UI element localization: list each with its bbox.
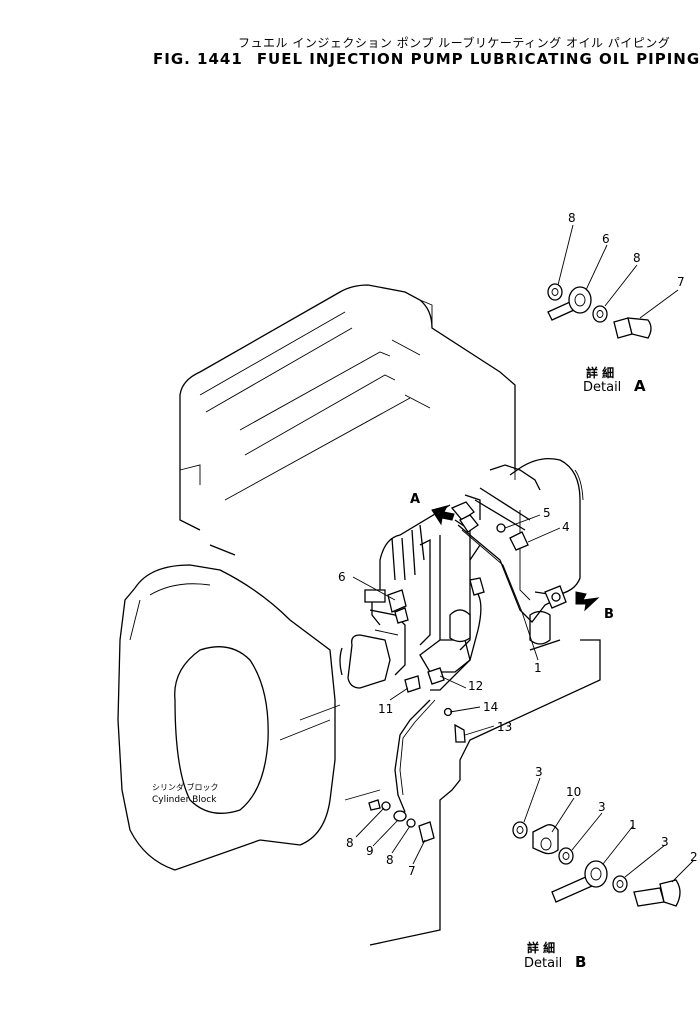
detail-a-parts: 8 6 8 7 [547,211,685,339]
callout-detail-a-8-mid: 8 [633,251,641,265]
callout-main-9: 9 [366,844,374,858]
detail-a-letter: A [634,377,646,395]
detail-b-letter: B [575,953,586,971]
title-japanese: フュエル インジェクション ポンプ ルーブリケーティング オイル パイピング [238,36,671,50]
callout-main-1: 1 [534,661,542,675]
title-english: FIG. 1441 FUEL INJECTION PUMP LUBRICATING… [153,50,700,68]
callout-detail-b-1: 1 [629,818,637,832]
callout-main-11: 11 [378,702,393,716]
detail-a-label-en: Detail [583,380,621,395]
detail-b-parts: 3 10 3 1 3 2 [512,765,698,907]
callout-main-5: 5 [543,506,551,520]
cylinder-block-label-en: Cylinder Block [152,795,217,805]
arrow-a-label: A [410,492,420,507]
callout-main-6: 6 [338,570,346,584]
callout-detail-b-3-c: 3 [661,835,669,849]
injection-pump [339,464,541,689]
callout-detail-b-3-b: 3 [598,800,606,814]
main-view-parts [368,501,567,843]
callout-main-12: 12 [468,679,483,693]
main-callouts: 5 4 6 1 12 14 13 11 8 9 8 7 [338,506,570,878]
callout-main-8-left: 8 [346,836,354,850]
callout-main-13: 13 [497,720,512,734]
figure-title: FUEL INJECTION PUMP LUBRICATING OIL PIPI… [256,50,700,68]
callout-detail-a-6: 6 [602,232,610,246]
arrow-b-label: B [604,607,614,622]
callout-main-4: 4 [562,520,570,534]
callout-detail-b-3-a: 3 [535,765,543,779]
callout-detail-a-8-top: 8 [568,211,576,225]
engine-block [179,284,601,946]
callout-detail-a-7: 7 [677,275,685,289]
callout-main-14: 14 [483,700,498,714]
view-arrows: A B [410,492,614,622]
flywheel-housing [117,564,336,871]
detail-b-label-jp: 詳 細 [527,940,555,955]
callout-detail-b-10: 10 [566,785,581,799]
cylinder-block-label-jp: シリンダ ブロック [152,782,219,792]
oil-pipe-main [394,524,556,813]
callout-main-7: 7 [408,864,416,878]
detail-b-label-en: Detail [524,956,562,971]
oil-filter [509,457,584,645]
callout-detail-b-2: 2 [690,850,698,864]
figure-number: FIG. 1441 [153,50,243,68]
detail-a-label-jp: 詳 細 [586,365,614,380]
callout-main-8-right: 8 [386,853,394,867]
